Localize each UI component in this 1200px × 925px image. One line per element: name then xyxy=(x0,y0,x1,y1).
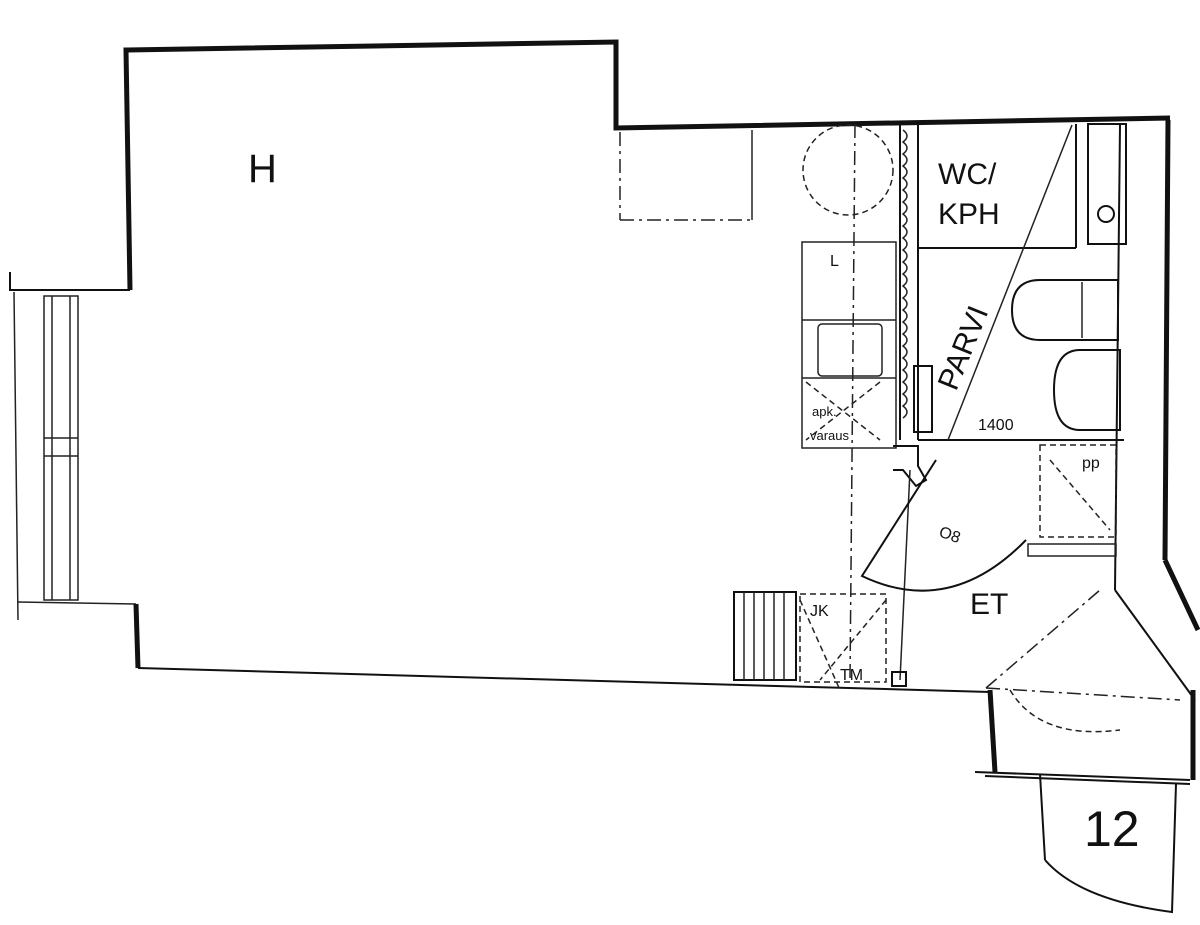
closet-outline xyxy=(619,130,753,221)
appliance-label: apk. xyxy=(812,404,837,419)
door-width-label: O8 xyxy=(937,524,963,547)
round-fixture xyxy=(802,124,894,216)
unit-number: 12 xyxy=(1084,801,1140,857)
room-label-wc: WC/ xyxy=(938,158,997,191)
tm-label: TM xyxy=(840,667,863,684)
heater-label: JK xyxy=(810,603,829,620)
room-label-kph: KPH xyxy=(938,198,1000,231)
room-label-h: H xyxy=(248,147,277,191)
partition-wall xyxy=(899,124,919,440)
staircase xyxy=(733,591,907,691)
cabinet-label: L xyxy=(830,253,839,270)
reserve-label: varaus xyxy=(810,428,850,443)
entry-hall xyxy=(860,444,1181,733)
closet-label: pp xyxy=(1082,455,1100,472)
dimension-label: 1400 xyxy=(978,417,1014,434)
kitchen-counter xyxy=(801,241,897,449)
bathroom-fixtures xyxy=(913,123,1127,441)
balcony xyxy=(9,272,137,621)
room-label-et: ET xyxy=(970,588,1008,621)
stairwell-walls xyxy=(974,689,1196,914)
outer-walls xyxy=(123,39,1200,701)
